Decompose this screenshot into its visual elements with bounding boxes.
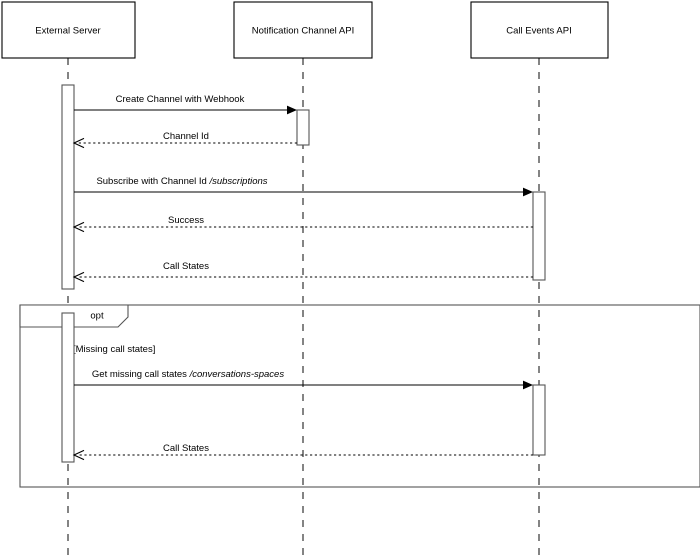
- activations-layer: [61, 84, 546, 463]
- participant-label: Notification Channel API: [252, 26, 354, 37]
- message-call-states-second: Call States: [72, 443, 533, 461]
- message-label-text: Channel Id: [163, 131, 209, 142]
- message-subscribe-with-channel-id: Subscribe with Channel Id /subscriptions: [74, 176, 533, 197]
- participant-call-events-api[interactable]: Call Events API: [470, 1, 609, 59]
- activation-call-events-api-1: [532, 191, 546, 281]
- message-label: Get missing call states /conversations-s…: [92, 369, 284, 380]
- message-label-italic: /subscriptions: [208, 176, 267, 187]
- activation-external-server-2: [61, 312, 75, 463]
- message-label-text: Call States: [163, 261, 209, 272]
- message-label-text: Create Channel with Webhook: [116, 94, 245, 105]
- message-label: Call States: [163, 261, 209, 272]
- participant-external-server[interactable]: External Server: [1, 1, 136, 59]
- participant-label: External Server: [35, 26, 100, 37]
- activation-call-events-api-2: [532, 384, 546, 456]
- participant-notification-channel-api[interactable]: Notification Channel API: [233, 1, 373, 59]
- activation-notification-channel-api-1: [296, 109, 310, 146]
- arrowhead-filled-right: [523, 187, 533, 197]
- message-label: Create Channel with Webhook: [116, 94, 245, 105]
- arrowhead-filled-right: [523, 380, 533, 390]
- message-label: Call States: [163, 443, 209, 454]
- message-call-states-first: Call States: [72, 261, 533, 283]
- participant-box[interactable]: [470, 1, 609, 59]
- fragment-opt-guard-label: [Missing call states]: [73, 344, 155, 355]
- message-channel-id: Channel Id: [72, 131, 297, 149]
- message-get-missing-call-states: Get missing call states /conversations-s…: [74, 369, 533, 390]
- message-label: Channel Id: [163, 131, 209, 142]
- arrowhead-open-left: [72, 137, 85, 149]
- arrowhead-filled-right: [287, 105, 297, 115]
- arrowhead-open-left: [72, 449, 85, 461]
- arrowhead-open-left: [72, 271, 85, 283]
- arrowhead-open-left: [72, 221, 85, 233]
- participant-label: Call Events API: [506, 26, 571, 37]
- participant-box[interactable]: [1, 1, 136, 59]
- message-label-text: Success: [168, 215, 204, 226]
- activation-external-server-1: [61, 84, 75, 290]
- fragment-opt-border: [19, 304, 700, 488]
- participant-box[interactable]: [233, 1, 373, 59]
- combined-fragment-opt: opt [Missing call states]: [19, 304, 700, 488]
- message-label: Success: [168, 215, 204, 226]
- fragment-opt-operator-label: opt: [90, 311, 104, 322]
- message-label-text: Call States: [163, 443, 209, 454]
- message-success: Success: [72, 215, 533, 233]
- message-label: Subscribe with Channel Id /subscriptions: [96, 176, 267, 187]
- message-create-channel-with-webhook: Create Channel with Webhook: [74, 94, 297, 115]
- message-label-text: Get missing call states: [92, 369, 190, 380]
- message-label-text: Subscribe with Channel Id: [96, 176, 209, 187]
- message-label-italic: /conversations-spaces: [189, 369, 285, 380]
